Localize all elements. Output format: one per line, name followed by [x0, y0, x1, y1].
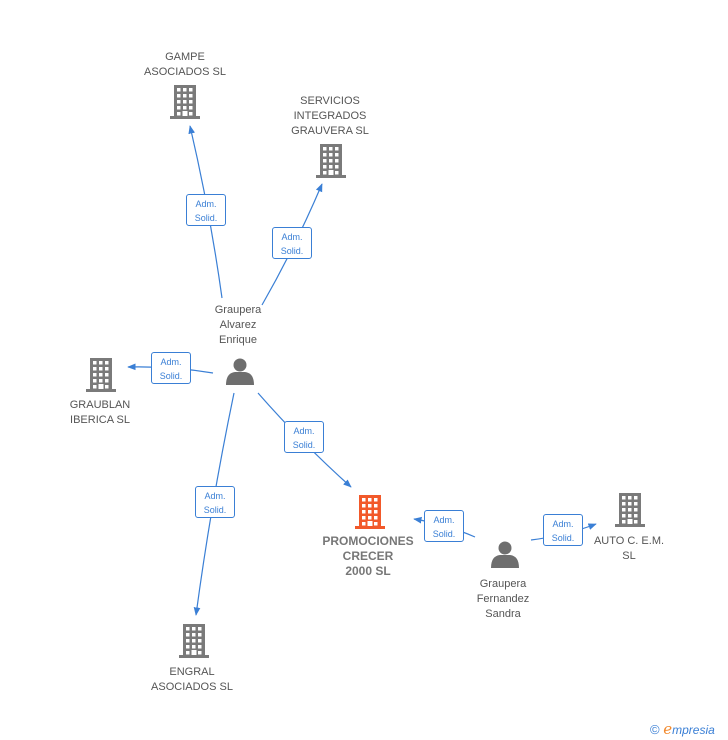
node-label-line: ENGRAL — [169, 666, 215, 678]
person-icon-sandra[interactable] — [491, 541, 519, 569]
node-label-line: GRAUBLAN — [69, 399, 131, 411]
node-label-gampe[interactable]: GAMPE ASOCIADOS SL — [125, 50, 245, 80]
node-label-line: AUTO C. E.M. — [593, 535, 665, 547]
node-label-line: GRAUVERA SL — [291, 125, 369, 137]
node-label-line: Fernandez — [476, 593, 530, 605]
copyright-symbol: © — [650, 722, 660, 737]
edge-label-enrique-to-servicios[interactable]: Adm. Solid. — [272, 227, 312, 259]
node-label-line: Sandra — [485, 608, 521, 620]
node-label-line: Graupera — [479, 578, 527, 590]
edge-label-line: Adm. — [433, 515, 455, 525]
edge-label-enrique-to-gampe[interactable]: Adm. Solid. — [186, 194, 226, 226]
node-label-line: CRECER — [342, 549, 394, 563]
building-icon-auto[interactable] — [615, 493, 645, 527]
brand-name: mpresia — [672, 723, 715, 737]
node-label-line: INTEGRADOS — [293, 110, 367, 122]
node-label-line: SERVICIOS — [300, 95, 360, 107]
edge-label-line: Adm. — [160, 357, 182, 367]
node-label-engral[interactable]: ENGRAL ASOCIADOS SL — [132, 665, 252, 695]
person-icon-enrique[interactable] — [226, 358, 254, 386]
node-label-graublan[interactable]: GRAUBLAN IBERICA SL — [40, 398, 160, 428]
edge-label-line: Solid. — [292, 440, 316, 450]
node-label-line: SL — [622, 550, 636, 562]
node-label-line: Graupera — [214, 304, 262, 316]
node-label-auto[interactable]: AUTO C. E.M. SL — [569, 534, 689, 564]
edge-label-enrique-to-engral[interactable]: Adm. Solid. — [195, 486, 235, 518]
building-icon-servicios[interactable] — [316, 144, 346, 178]
node-label-line: Alvarez — [219, 319, 257, 331]
node-label-line: Enrique — [219, 334, 257, 346]
building-icon-promociones[interactable] — [355, 495, 385, 529]
edge-label-enrique-to-promociones[interactable]: Adm. Solid. — [284, 421, 324, 453]
node-label-line: ASOCIADOS SL — [151, 681, 233, 693]
edge-label-line: Solid. — [194, 213, 218, 223]
building-icon-engral[interactable] — [179, 624, 209, 658]
edge-label-line: Solid. — [280, 246, 304, 256]
edge-label-line: Adm. — [281, 232, 303, 242]
node-label-line: GAMPE — [165, 51, 205, 63]
edge-label-line: Adm. — [204, 491, 226, 501]
edge-label-sandra-to-promociones[interactable]: Adm. Solid. — [424, 510, 464, 542]
footer-brand: © empresia — [650, 720, 715, 738]
edge-label-line: Solid. — [159, 371, 183, 381]
edge-label-sandra-to-auto[interactable]: Adm. Solid. — [543, 514, 583, 546]
edge-label-line: Adm. — [293, 426, 315, 436]
building-icon-gampe[interactable] — [170, 85, 200, 119]
node-label-line: ASOCIADOS SL — [144, 66, 226, 78]
edge-label-line: Adm. — [195, 199, 217, 209]
edge-label-line: Solid. — [551, 533, 575, 543]
edge-label-line: Solid. — [432, 529, 456, 539]
node-label-line: IBERICA SL — [70, 414, 130, 426]
edge-label-line: Solid. — [203, 505, 227, 515]
node-label-servicios[interactable]: SERVICIOS INTEGRADOS GRAUVERA SL — [270, 94, 390, 139]
brand-logo-initial: e — [663, 720, 673, 738]
edge-label-line: Adm. — [552, 519, 574, 529]
building-icon-graublan[interactable] — [86, 358, 116, 392]
node-label-line: 2000 SL — [345, 564, 391, 578]
edge-label-enrique-to-graublan[interactable]: Adm. Solid. — [151, 352, 191, 384]
node-label-line: PROMOCIONES — [322, 534, 414, 548]
